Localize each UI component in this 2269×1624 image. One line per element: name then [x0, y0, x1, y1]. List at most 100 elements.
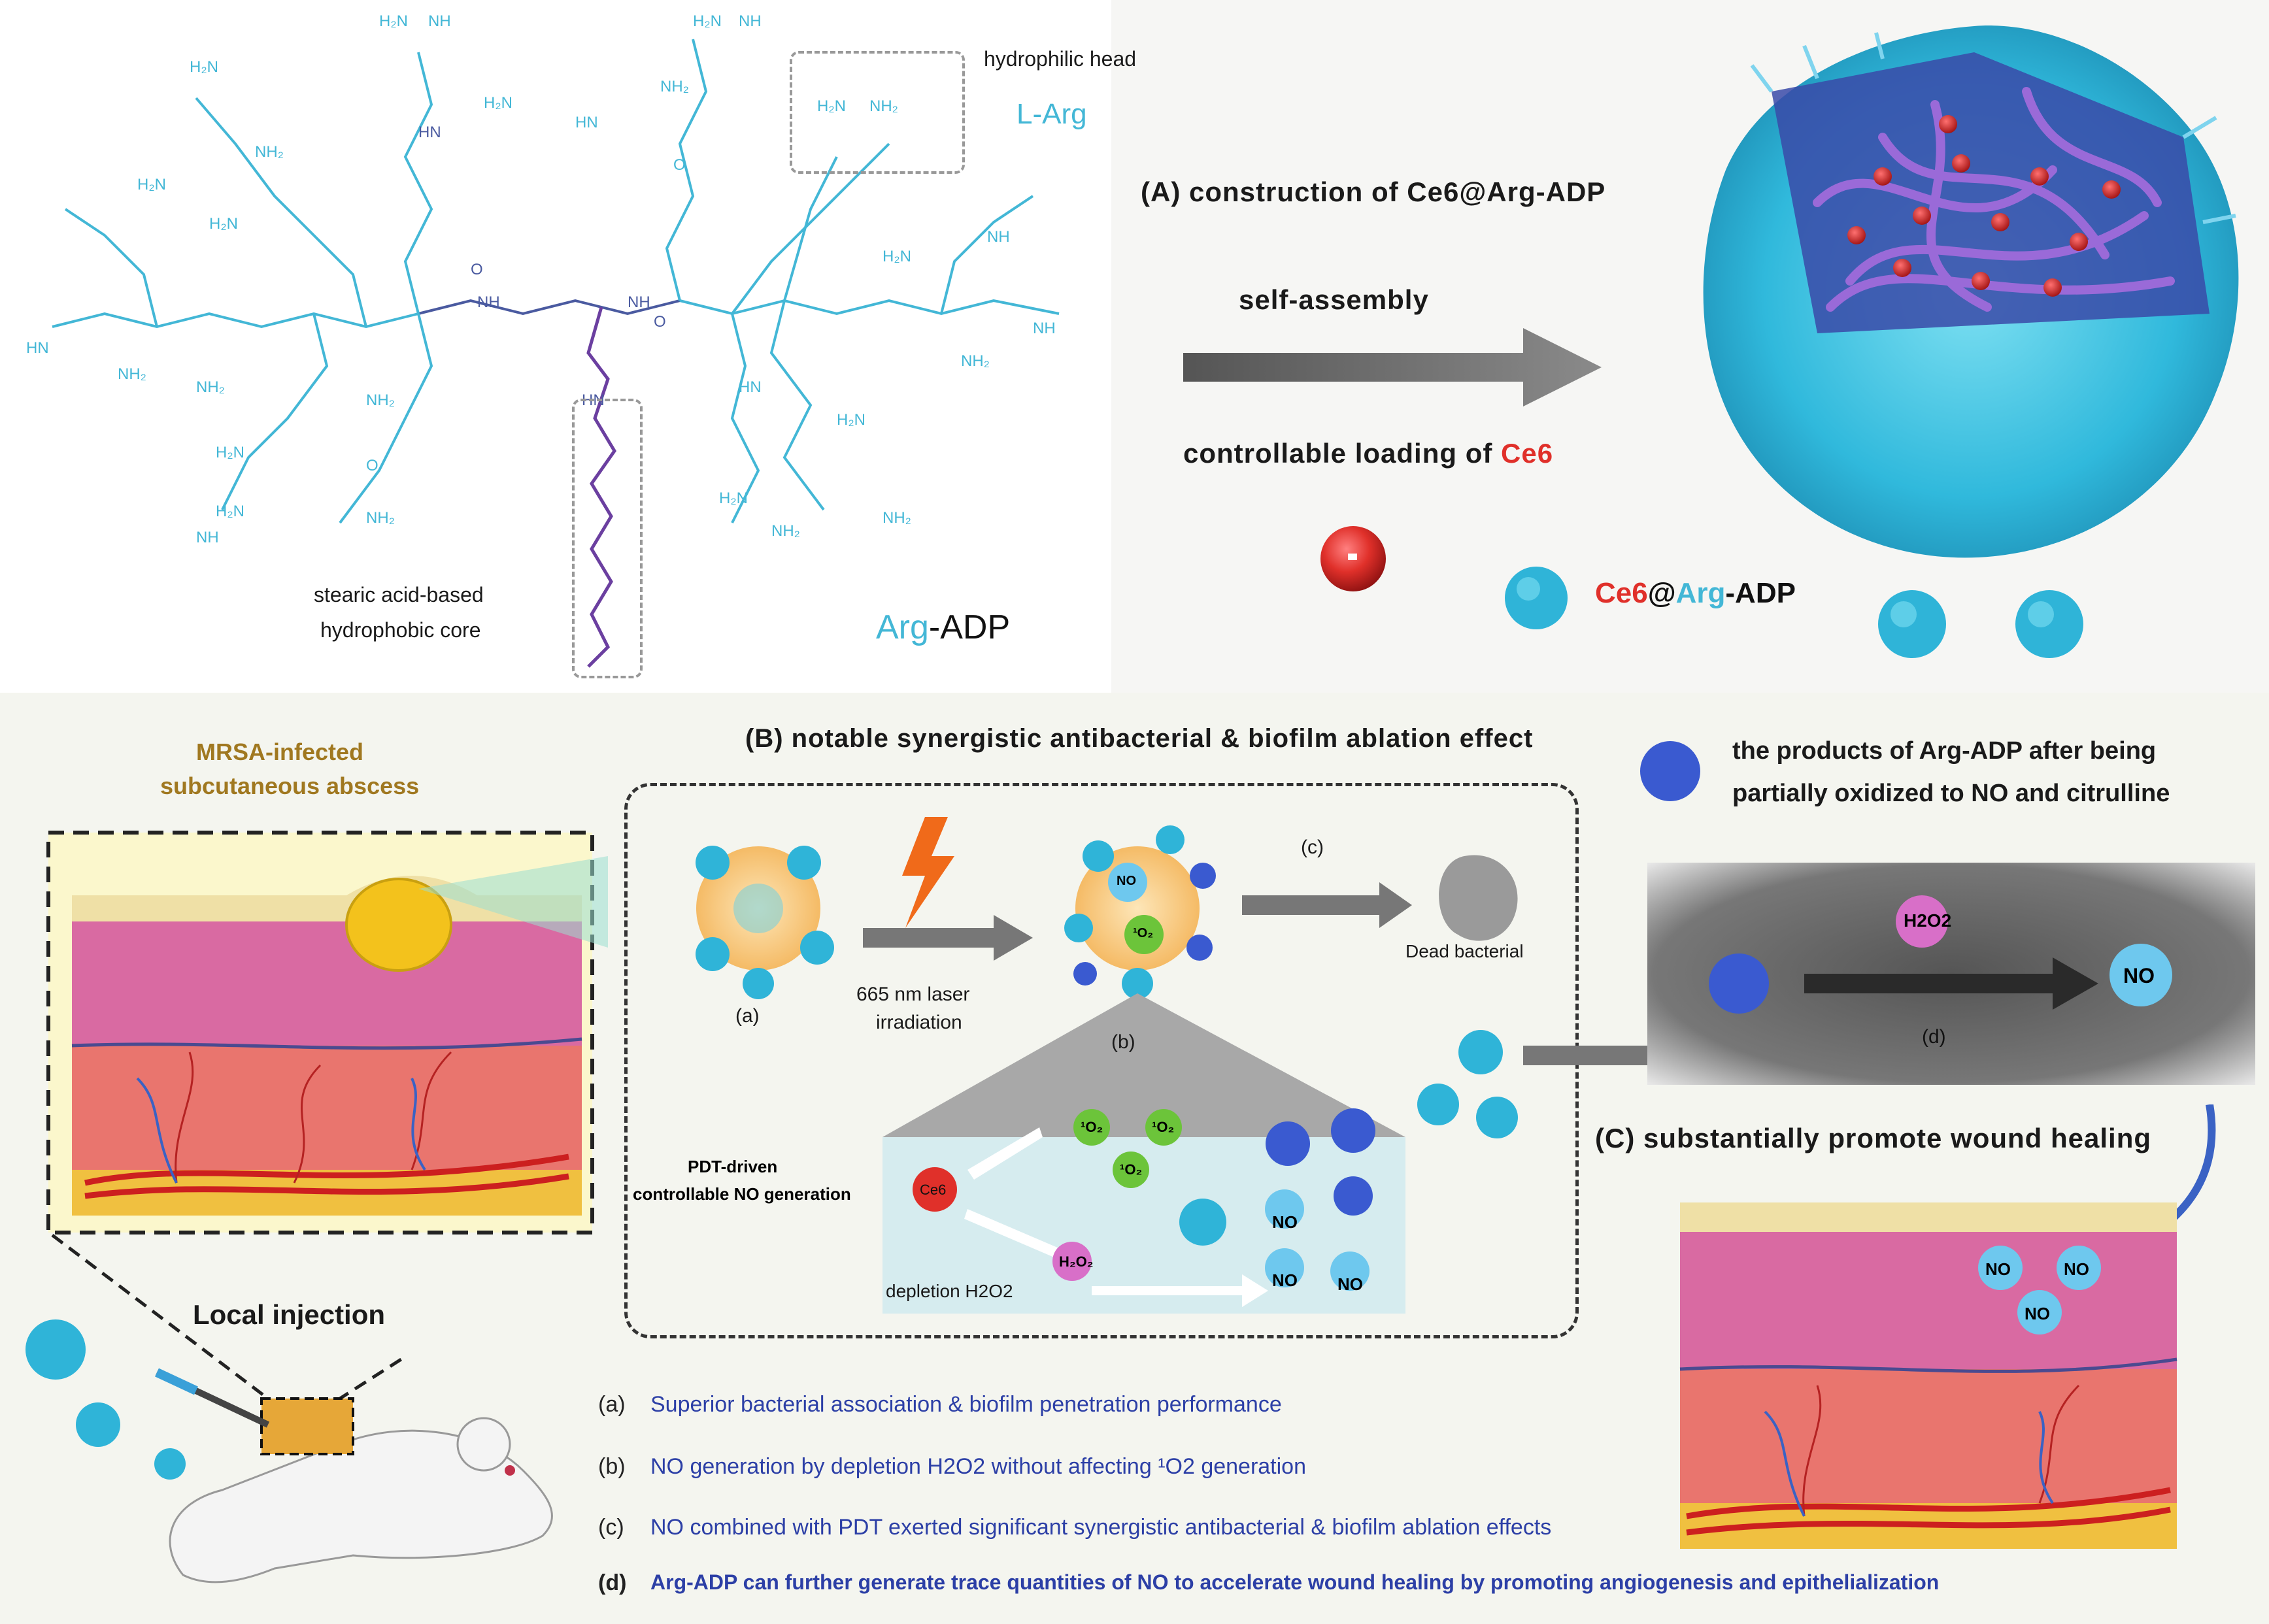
no-inner-1: NO [1272, 1212, 1298, 1232]
product-ce6: Ce6 [1595, 577, 1648, 609]
depletion-label: depletion H2O2 [886, 1281, 1013, 1301]
self-assembly-arrow [1183, 328, 1602, 406]
no-inner-2: NO [1272, 1270, 1298, 1290]
label-c: (c) [1301, 837, 1324, 858]
svg-text:NH₂: NH₂ [869, 97, 898, 115]
core-label-line2: hydrophobic core [320, 618, 481, 642]
svg-text:NH₂: NH₂ [771, 522, 800, 540]
hydrophilic-head-box [790, 51, 965, 174]
products-line2: partially oxidized to NO and citrulline [1732, 780, 2170, 807]
laser-line2: irradiation [876, 1012, 962, 1033]
micelle-left-3 [154, 1448, 186, 1480]
label-b: (b) [1111, 1031, 1135, 1053]
pdt-line2: controllable NO generation [633, 1184, 851, 1204]
product-adp: -ADP [1725, 577, 1796, 609]
h2o2-inner-label: H₂O₂ [1059, 1253, 1094, 1270]
arg-adp-suffix: -ADP [928, 608, 1011, 646]
l-arg-label: L-Arg [1017, 98, 1087, 130]
product-at: @ [1647, 577, 1676, 609]
small-micelle-2 [1878, 590, 1946, 658]
svg-text:NH₂: NH₂ [366, 509, 395, 527]
svg-text:H₂N: H₂N [190, 58, 218, 76]
no-label-b: NO [1117, 874, 1136, 888]
note-key-b: (b) [598, 1454, 626, 1479]
svg-text:HN: HN [575, 114, 598, 131]
note-text-a: Superior bacterial association & biofilm… [650, 1392, 1282, 1417]
section-a-title: (A) construction of Ce6@Arg-ADP [1141, 176, 1606, 207]
svg-text:HN: HN [418, 124, 441, 141]
loading-prefix: controllable loading of [1183, 438, 1501, 469]
section-d-box [1647, 863, 2255, 1085]
svg-text:NH: NH [428, 12, 451, 30]
hydrophobic-core-box [572, 399, 643, 678]
ce6-sphere [1320, 526, 1386, 591]
note-key-c: (c) [598, 1515, 624, 1540]
svg-text:NH₂: NH₂ [118, 365, 146, 383]
arg-adp-structure: H₂N NH H₂N NH H₂N H₂N HN NH₂ H₂N NH₂ H₂N NH₂ H… [26, 12, 1060, 668]
svg-text:O: O [366, 457, 378, 474]
svg-text:H₂N: H₂N [484, 94, 513, 112]
svg-text:HN: HN [26, 339, 49, 357]
note-text-d: Arg-ADP can further generate trace quant… [650, 1570, 1940, 1594]
note-text-c: NO combined with PDT exerted significant… [650, 1515, 1552, 1540]
product-arg: Arg [1675, 577, 1726, 609]
svg-text:H₂N: H₂N [837, 411, 866, 429]
svg-text:NH₂: NH₂ [366, 391, 395, 409]
pdt-line1: PDT-driven [688, 1157, 778, 1176]
mrsa-line2: subcutaneous abscess [160, 772, 420, 799]
self-assembly-label: self-assembly [1239, 284, 1429, 315]
svg-text:H₂N: H₂N [137, 176, 166, 193]
svg-text:H₂N: H₂N [882, 248, 911, 265]
svg-text:NH: NH [477, 293, 500, 311]
no-heal-1: NO [1985, 1259, 2011, 1279]
svg-text:NH₂: NH₂ [196, 378, 225, 396]
zoom-beam [418, 856, 608, 948]
no-heal-2: NO [2064, 1259, 2089, 1279]
o2-inner-2: ¹O₂ [1152, 1119, 1175, 1135]
mouse-illustration [155, 1368, 553, 1583]
no-heal-3: NO [2025, 1304, 2050, 1323]
o2-inner-3: ¹O₂ [1120, 1161, 1143, 1178]
svg-text:H₂N: H₂N [379, 12, 408, 30]
svg-text:O: O [471, 261, 483, 278]
micelle-left-2 [76, 1402, 120, 1447]
hydrophilic-head-label: hydrophilic head [984, 47, 1137, 71]
small-micelle-1 [1505, 567, 1568, 629]
o2-label-b: ¹O₂ [1133, 926, 1154, 940]
svg-text:NH: NH [987, 228, 1010, 246]
loading-ce6: Ce6 [1501, 438, 1554, 469]
svg-text:H₂N: H₂N [209, 215, 238, 233]
released-particles [1417, 1030, 1700, 1138]
ce6-arg-adp-label: Ce6@Arg-ADP [1595, 577, 1796, 610]
mrsa-line1: MRSA-infected [196, 738, 364, 765]
arg-adp-prefix: Arg [876, 608, 929, 646]
no-inner-3: NO [1337, 1274, 1363, 1294]
note-text-b: NO generation by depletion H2O2 without … [650, 1454, 1306, 1479]
svg-text:H₂N: H₂N [693, 12, 722, 30]
laser-line1: 665 nm laser [856, 984, 970, 1005]
no-d-label: NO [2123, 964, 2155, 987]
products-line1: the products of Arg-ADP after being [1732, 737, 2157, 765]
o2-inner-1: ¹O₂ [1081, 1119, 1103, 1135]
svg-text:NH: NH [196, 529, 219, 546]
top-panel [0, 0, 1111, 693]
loading-label: controllable loading of Ce6 [1183, 438, 1553, 469]
section-b-diagram [696, 817, 1518, 1314]
small-micelle-3 [2015, 590, 2083, 658]
note-key-d: (d) [598, 1570, 627, 1595]
ce6-arg-adp-micelle [1703, 25, 2239, 558]
svg-text:O: O [654, 313, 666, 331]
svg-text:NH₂: NH₂ [660, 78, 689, 95]
products-legend-icon [1640, 741, 1700, 801]
svg-text:HN: HN [739, 378, 762, 396]
section-c-title: (C) substantially promote wound healing [1595, 1123, 2152, 1153]
core-label-line1: stearic acid-based [314, 583, 484, 606]
note-key-a: (a) [598, 1392, 626, 1417]
svg-text:H₂N: H₂N [216, 444, 244, 461]
label-a: (a) [735, 1005, 760, 1027]
svg-text:NH: NH [628, 293, 650, 311]
healed-skin-illustration [1679, 1202, 2177, 1549]
svg-text:NH₂: NH₂ [961, 352, 990, 370]
dead-bacterial-label: Dead bacterial [1405, 941, 1524, 961]
svg-text:H₂N: H₂N [719, 489, 748, 507]
